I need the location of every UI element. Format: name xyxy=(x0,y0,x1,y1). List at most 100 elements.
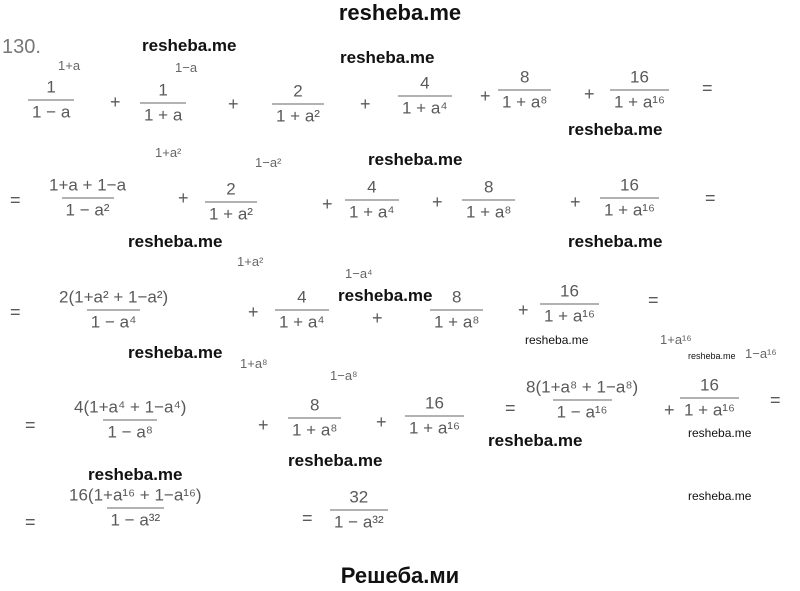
operator: + xyxy=(228,94,239,114)
denominator: 1 − a³² xyxy=(330,509,388,533)
denominator: 1 + a¹⁶ xyxy=(540,303,599,327)
watermark: resheba.me xyxy=(288,451,383,470)
denominator: 1 − a² xyxy=(61,197,114,221)
watermark: resheba.me xyxy=(688,426,752,440)
denominator: 1 + a² xyxy=(272,103,324,127)
operator: = xyxy=(302,508,313,528)
site-title: resheba.me xyxy=(338,0,462,25)
numerator: 8(1+a⁸ + 1−a⁸) xyxy=(526,377,639,397)
numerator: 4 xyxy=(297,287,307,307)
operator: + xyxy=(584,84,595,104)
numerator: 16 xyxy=(620,175,639,195)
operator: = xyxy=(10,302,21,322)
watermark: resheba.me xyxy=(568,120,663,139)
factor-annotation: 1−a⁸ xyxy=(330,368,358,383)
numerator: 4 xyxy=(367,177,377,197)
operator: + xyxy=(570,192,581,212)
watermark: resheba.me xyxy=(368,150,463,169)
denominator: 1 + a² xyxy=(205,201,257,225)
operator: + xyxy=(178,188,189,208)
operator: = xyxy=(505,398,516,418)
footer-title: Решеба.ми xyxy=(340,563,460,588)
numerator: 16 xyxy=(425,393,444,413)
numerator: 4 xyxy=(420,73,430,93)
operator: + xyxy=(110,92,121,112)
numerator: 2(1+a² + 1−a²) xyxy=(59,287,169,307)
numerator: 2 xyxy=(293,81,303,101)
watermark: resheba.me xyxy=(688,351,736,361)
watermark: resheba.me xyxy=(142,36,237,55)
denominator: 1 + a⁸ xyxy=(462,199,516,223)
numerator: 16(1+a¹⁶ + 1−a¹⁶) xyxy=(69,485,202,505)
operator: + xyxy=(480,86,491,106)
operator: + xyxy=(258,415,269,435)
denominator: 1 + a¹⁶ xyxy=(610,89,669,113)
numerator: 16 xyxy=(560,281,579,301)
denominator: 1 + a⁴ xyxy=(275,309,329,333)
numerator: 4(1+a⁴ + 1−a⁴) xyxy=(74,397,187,417)
factor-annotation: 1+a xyxy=(58,58,81,73)
denominator: 1 − a³² xyxy=(106,507,165,531)
denominator: 1 − a⁴ xyxy=(86,309,141,333)
operator: + xyxy=(518,300,529,320)
numerator: 1 xyxy=(158,80,168,100)
denominator: 1 − a¹⁶ xyxy=(552,399,612,423)
operator: + xyxy=(360,94,371,114)
denominator: 1 + a xyxy=(140,102,187,126)
denominator: 1 + a⁴ xyxy=(345,199,399,223)
fraction: 2(1+a² + 1−a²)1 − a⁴ xyxy=(55,288,172,333)
denominator: 1 − a⁸ xyxy=(103,419,157,443)
operator: = xyxy=(648,290,659,310)
factor-annotation: 1+a⁸ xyxy=(240,356,268,371)
operator: + xyxy=(376,412,387,432)
denominator: 1 + a¹⁶ xyxy=(680,397,739,421)
watermark: resheba.me xyxy=(488,431,583,450)
fraction: 16(1+a¹⁶ + 1−a¹⁶)1 − a³² xyxy=(65,486,206,531)
factor-annotation: 1+a² xyxy=(237,254,264,269)
factor-annotation: 1+a² xyxy=(155,145,182,160)
numerator: 2 xyxy=(226,179,236,199)
operator: = xyxy=(705,188,716,208)
operator: = xyxy=(10,190,21,210)
numerator: 16 xyxy=(630,67,649,87)
factor-annotation: 1−a¹⁶ xyxy=(745,346,777,361)
operator: = xyxy=(25,415,36,435)
denominator: 1 + a⁸ xyxy=(288,417,342,441)
problem-number: 130. xyxy=(2,36,41,58)
operator: + xyxy=(248,302,259,322)
numerator: 8 xyxy=(484,177,494,197)
watermark: resheba.me xyxy=(688,489,752,503)
operator: = xyxy=(702,78,713,98)
numerator: 1+a + 1−a xyxy=(49,175,127,195)
operator: = xyxy=(25,512,36,532)
numerator: 1 xyxy=(46,77,56,97)
watermark: resheba.me xyxy=(128,232,223,251)
fraction: 4(1+a⁴ + 1−a⁴)1 − a⁸ xyxy=(70,398,190,443)
numerator: 32 xyxy=(349,487,369,507)
operator: + xyxy=(664,400,675,420)
watermark: resheba.me xyxy=(88,465,183,484)
factor-annotation: 1+a¹⁶ xyxy=(660,332,692,347)
numerator: 8 xyxy=(310,395,320,415)
operator: + xyxy=(372,308,383,328)
denominator: 1 + a⁴ xyxy=(398,95,452,119)
numerator: 8 xyxy=(452,287,462,307)
denominator: 1 + a¹⁶ xyxy=(405,415,464,439)
watermark: resheba.me xyxy=(338,286,433,305)
denominator: 1 + a¹⁶ xyxy=(600,197,659,221)
